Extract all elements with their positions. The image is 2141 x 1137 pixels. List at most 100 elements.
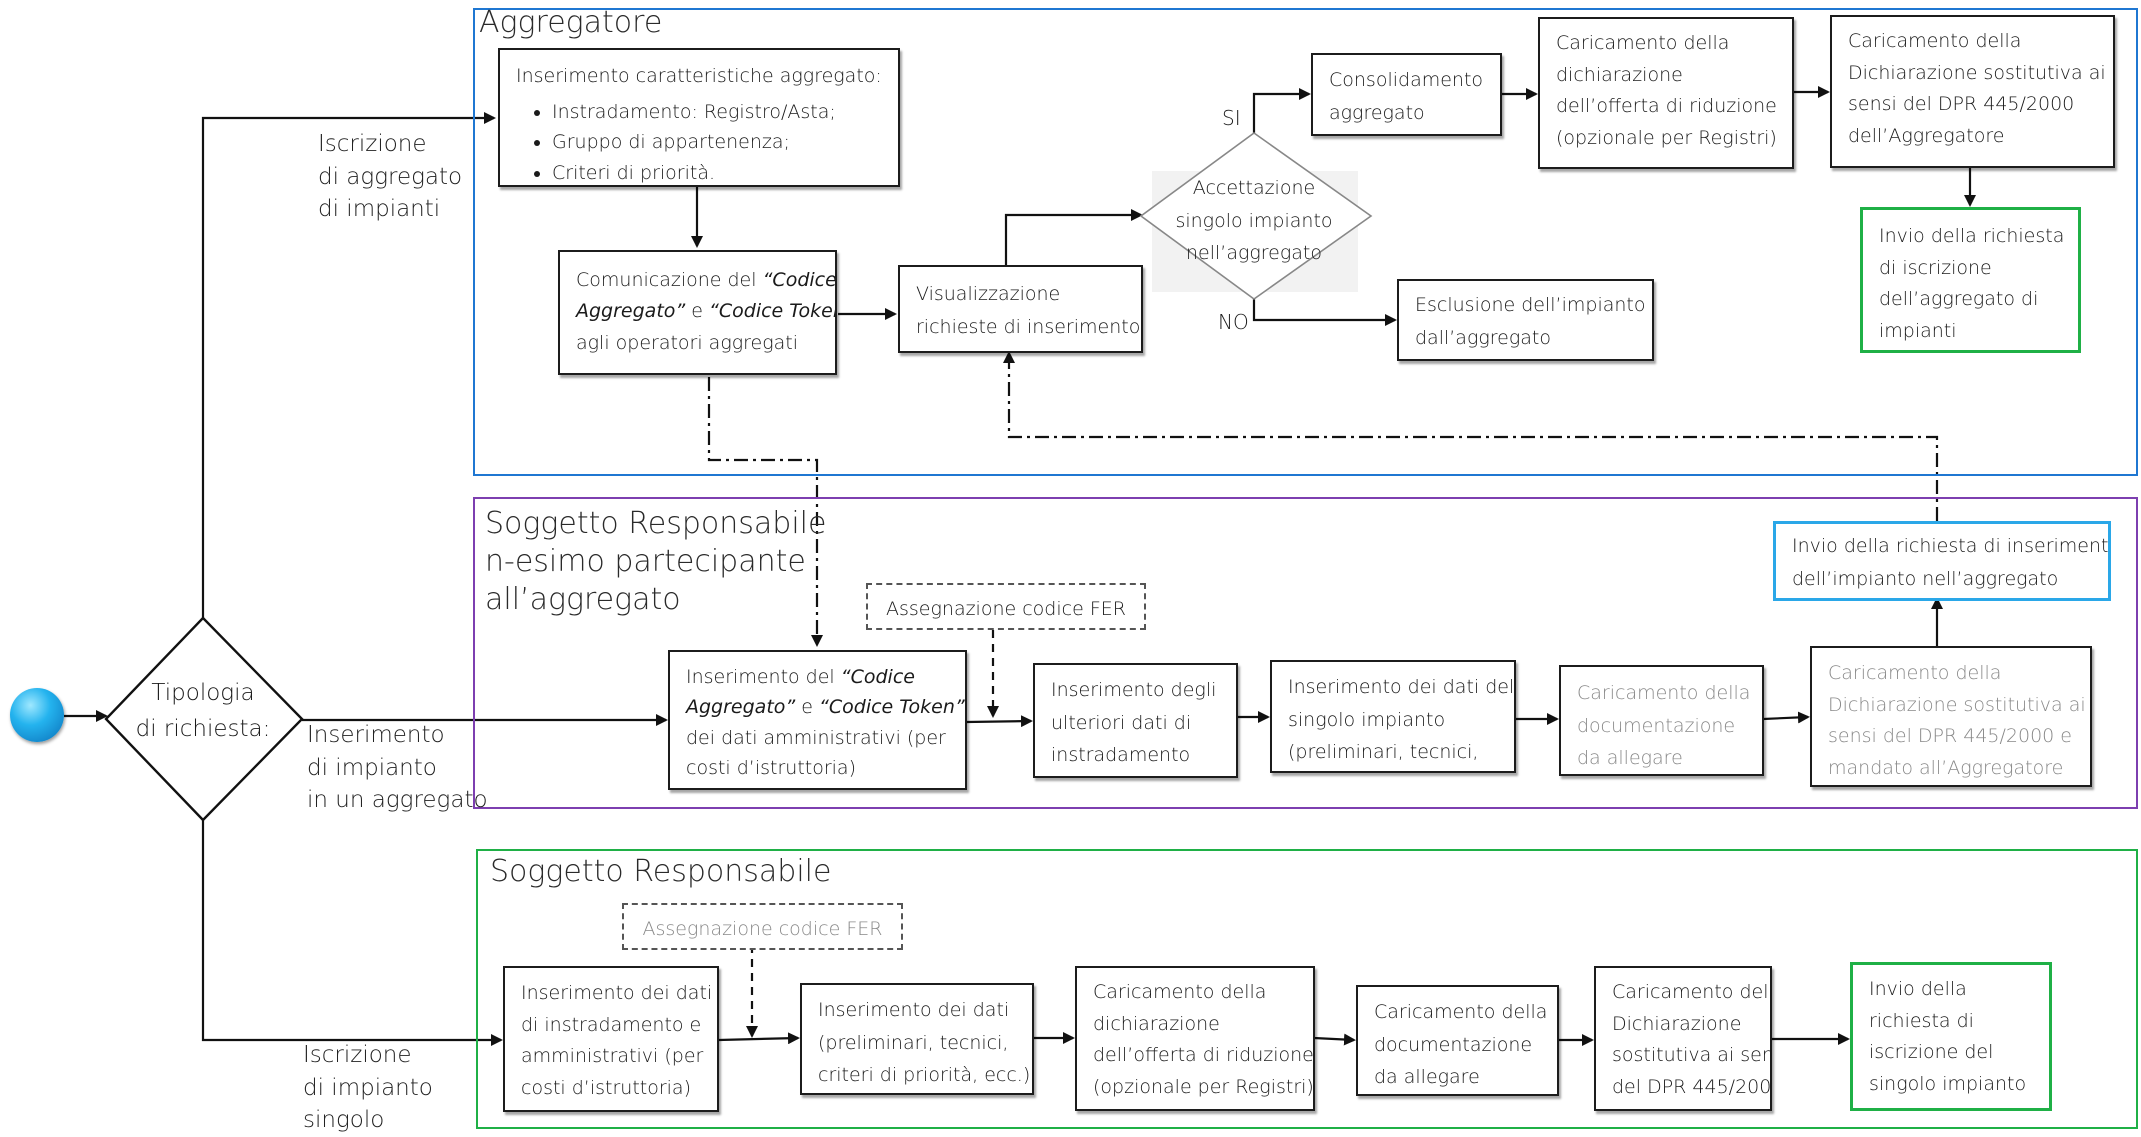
offerta-text: dell’offerta di riduzione (1093, 1044, 1314, 1067)
inserimento-text: e (965, 696, 966, 718)
dpr-text: sensi del DPR 445/2000 (1848, 93, 2075, 116)
ulteriori-text: ulteriori dati di (1051, 711, 1192, 734)
box-caratteristiche-aggregato: Inserimento caratteristiche aggregato: I… (498, 48, 900, 187)
dpr-text: Dichiarazione sostitutiva ai (1848, 61, 2106, 84)
dati-text: Inserimento dei dati (818, 999, 1010, 1021)
box-dati-singolo-impianto: Inserimento dei dati del singolo impiant… (1270, 660, 1516, 773)
box-instradamento-amministrativi: Inserimento dei dati di instradamento e … (503, 966, 719, 1112)
box-inserimento-codice: Inserimento del “Codice Aggregato” e “Co… (668, 650, 967, 790)
ulteriori-text: instradamento (1051, 744, 1191, 767)
decision-tipologia-label: Tipologia di richiesta: (135, 680, 271, 742)
documentazione-text: da allegare (1577, 747, 1683, 770)
inserimento-text: Inserimento del (686, 666, 841, 688)
box-offerta-riduzione-singolo: Caricamento della dichiarazione dell’off… (1075, 966, 1315, 1111)
caratteristiche-item: Gruppo di appartenenza; (552, 127, 884, 158)
comunicazione-text: Comunicazione del (576, 269, 763, 291)
invio-text: singolo impianto (1869, 1073, 2027, 1096)
box-caricamento-offerta-aggregatore: Caricamento della dichiarazione dell’off… (1538, 17, 1794, 169)
caratteristiche-item: Instradamento: Registro/Asta; (552, 97, 884, 128)
accettazione-label: Accettazione singolo impianto nell’aggre… (1175, 177, 1333, 265)
codice-aggregato-term: Aggregato” (686, 696, 796, 719)
dati-text: (preliminari, tecnici, (818, 1031, 1009, 1054)
invio-text: dell’aggregato di (1879, 288, 2039, 311)
dpr-text: Caricamento della (1848, 30, 2022, 52)
dati-singolo-text: (preliminari, tecnici, (1288, 741, 1479, 764)
esclusione-text: dall’aggregato (1415, 326, 1551, 349)
invio-text: Invio della richiesta (1879, 225, 2065, 247)
box-esclusione-impianto: Esclusione dell’impianto dall’aggregato (1397, 279, 1654, 361)
dichiarazione-text: Dichiarazione sostitutiva ai (1828, 693, 2086, 716)
box-documentazione-singolo: Caricamento della documentazione da alle… (1356, 985, 1559, 1096)
inserimento-text: dei dati amministrativi (per (686, 726, 946, 749)
offerta-text: (opzionale per Registri) (1093, 1076, 1314, 1099)
arrow-branch-singolo (201, 820, 503, 1046)
consolidamento-text: Consolidamento (1329, 69, 1484, 91)
offerta-text: Caricamento della (1556, 32, 1730, 54)
offerta-text: dichiarazione (1093, 1012, 1220, 1035)
documentazione-text: da allegare (1374, 1066, 1480, 1089)
box-dichiarazione-mandato: Caricamento della Dichiarazione sostitut… (1810, 646, 2092, 787)
decision-si-label: SI (1222, 106, 1241, 130)
box-documentazione-partecipante: Caricamento della documentazione da alle… (1559, 665, 1764, 776)
ulteriori-text: Inserimento degli (1051, 679, 1217, 701)
codice-aggregato-term: “Codice (840, 666, 915, 688)
invio-text: impianti (1879, 320, 1957, 343)
dichiarazione-text: Caricamento della (1828, 662, 2002, 684)
inserimento-text: e (795, 696, 820, 719)
visualizzazione-text: richieste di inserimento (916, 315, 1141, 338)
box-inserimento-dati-singolo: Inserimento dei dati (preliminari, tecni… (800, 983, 1034, 1095)
invio-text: Invio della (1869, 978, 1967, 1000)
codice-token-term: “Codice Token” (819, 696, 965, 719)
swimlane-aggregatore-title: Aggregatore (479, 5, 663, 40)
caratteristiche-item: Criteri di priorità. (552, 158, 884, 185)
documentazione-text: documentazione (1577, 714, 1736, 737)
dati-singolo-text: Inserimento dei dati del (1288, 676, 1515, 698)
documentazione-text: documentazione (1374, 1033, 1533, 1056)
codice-aggregato-term: Aggregato” (576, 300, 686, 323)
swimlane-soggetto-partecipante (473, 497, 2138, 809)
dati-singolo-text: singolo impianto (1288, 708, 1446, 731)
visualizzazione-text: Visualizzazione (916, 283, 1061, 305)
box-caricamento-dpr-aggregatore: Caricamento della Dichiarazione sostitut… (1830, 15, 2115, 168)
instradamento-text: amministrativi (per (521, 1045, 704, 1068)
documentazione-text: Caricamento della (1577, 682, 1751, 704)
dpr-text: dell’Aggregatore (1848, 125, 2005, 148)
invio-text: iscrizione del (1869, 1041, 1994, 1064)
dpr-text: Dichiarazione (1612, 1012, 1742, 1035)
box-invio-iscrizione-singolo: Invio della richiesta di iscrizione del … (1850, 962, 2052, 1111)
swimlane-aggregatore (473, 8, 2138, 476)
invio-text: di iscrizione (1879, 256, 1992, 279)
instradamento-text: di instradamento e (521, 1013, 702, 1036)
swimlane-soggetto-singolo-title: Soggetto Responsabile (490, 854, 832, 889)
box-ulteriori-instradamento: Inserimento degli ulteriori dati di inst… (1033, 663, 1238, 778)
box-assegnazione-codice-fer-singolo: Assegnazione codice FER (622, 903, 903, 950)
instradamento-text: costi d’istruttoria) (521, 1077, 691, 1100)
dichiarazione-text: sensi del DPR 445/2000 e (1828, 725, 2072, 748)
swimlane-soggetto-partecipante-title: Soggetto Responsabile n-esimo partecipan… (485, 506, 827, 618)
inserimento-text: costi d’istruttoria) (686, 757, 856, 780)
box-visualizzazione-richieste: Visualizzazione richieste di inserimento (898, 265, 1143, 353)
offerta-text: Caricamento della (1093, 981, 1267, 1003)
dpr-text: del DPR 445/2000 (1612, 1076, 1772, 1099)
swimlane-soggetto-singolo (476, 849, 2138, 1129)
caratteristiche-title: Inserimento caratteristiche aggregato: (516, 65, 882, 87)
start-event-icon (10, 688, 64, 742)
box-invio-iscrizione-aggregato: Invio della richiesta di iscrizione dell… (1860, 207, 2081, 353)
offerta-text: dichiarazione (1556, 63, 1683, 86)
branch-label-singolo: Iscrizione di impianto singolo (303, 1042, 433, 1134)
comunicazione-text: agli operatori aggregati (576, 331, 798, 354)
box-invio-richiesta-inserimento: Invio della richiesta di inserimento del… (1773, 521, 2111, 601)
codice-aggregato-term: “Codice (762, 269, 837, 291)
esclusione-text: Esclusione dell’impianto (1415, 294, 1646, 316)
offerta-text: dell’offerta di riduzione (1556, 95, 1777, 118)
branch-label-inserimento: Inserimento di impianto in un aggregato (307, 722, 488, 814)
dpr-text: Caricamento della (1612, 981, 1772, 1003)
codice-token-term: “Codice Token” (709, 300, 835, 323)
documentazione-text: Caricamento della (1374, 1001, 1548, 1023)
consolidamento-text: aggregato (1329, 101, 1425, 124)
branch-label-aggregato: Iscrizione di aggregato di impianti (318, 131, 463, 223)
decision-no-label: NO (1218, 310, 1249, 334)
box-assegnazione-codice-fer: Assegnazione codice FER (866, 583, 1146, 630)
instradamento-text: Inserimento dei dati (521, 982, 713, 1004)
